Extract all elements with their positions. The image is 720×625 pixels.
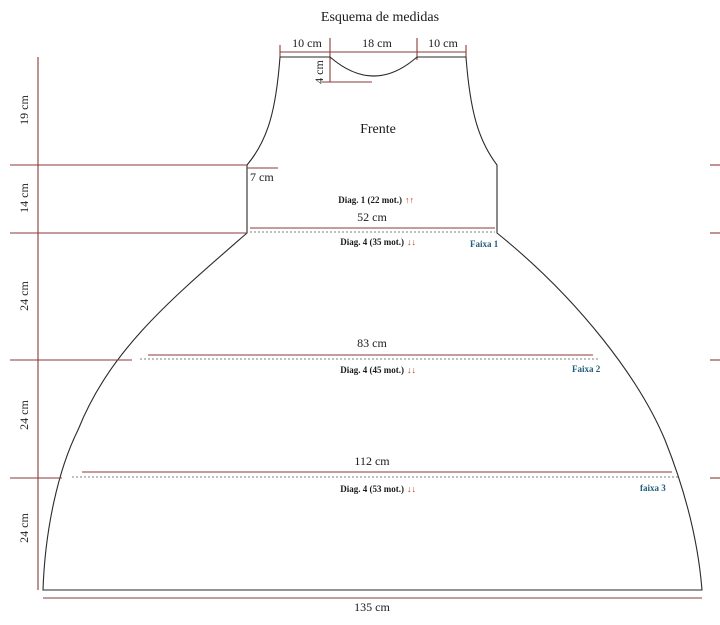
band3-faixa-label: faixa 3 <box>640 483 666 493</box>
right-edge-ticks <box>710 164 720 479</box>
height-label-4: 24 cm <box>17 400 31 430</box>
neck-depth-label: 4 cm <box>312 60 326 84</box>
band2-diag-arrows: ↓↓ <box>407 365 416 375</box>
band1-diag-label: Diag. 4 (35 mot.) <box>340 237 404 247</box>
bodice-diag-label: Diag. 1 (22 mot.) <box>338 195 402 205</box>
armhole-label: 7 cm <box>250 170 274 184</box>
height-label-1: 19 cm <box>17 95 31 125</box>
band3-width-label: 112 cm <box>354 454 390 468</box>
band3-diag-arrows: ↓↓ <box>407 484 416 494</box>
bottom-width-label: 135 cm <box>354 600 390 614</box>
height-label-5: 24 cm <box>17 513 31 543</box>
band3-diag-label: Diag. 4 (53 mot.) <box>340 484 404 494</box>
height-label-3: 24 cm <box>17 281 31 311</box>
band2-faixa-label: Faixa 2 <box>572 364 601 374</box>
band2-diag-label: Diag. 4 (45 mot.) <box>340 365 404 375</box>
band2-width-label: 83 cm <box>357 336 387 350</box>
height-label-2: 14 cm <box>17 183 31 213</box>
bodice-width-label: 52 cm <box>357 210 387 224</box>
dress-outline <box>42 56 703 591</box>
neck-width-label: 18 cm <box>362 36 392 50</box>
band1-diag-arrows: ↓↓ <box>407 237 416 247</box>
left-height-ruler <box>10 57 247 590</box>
band1-faixa-label: Faixa 1 <box>470 239 499 249</box>
shoulder-right-label: 10 cm <box>428 36 458 50</box>
shoulder-left-label: 10 cm <box>292 36 322 50</box>
bodice-diag-arrows: ↑↑ <box>405 195 414 205</box>
top-dimension-line <box>279 38 467 60</box>
front-label: Frente <box>360 122 396 137</box>
diagram-title: Esquema de medidas <box>321 10 439 25</box>
